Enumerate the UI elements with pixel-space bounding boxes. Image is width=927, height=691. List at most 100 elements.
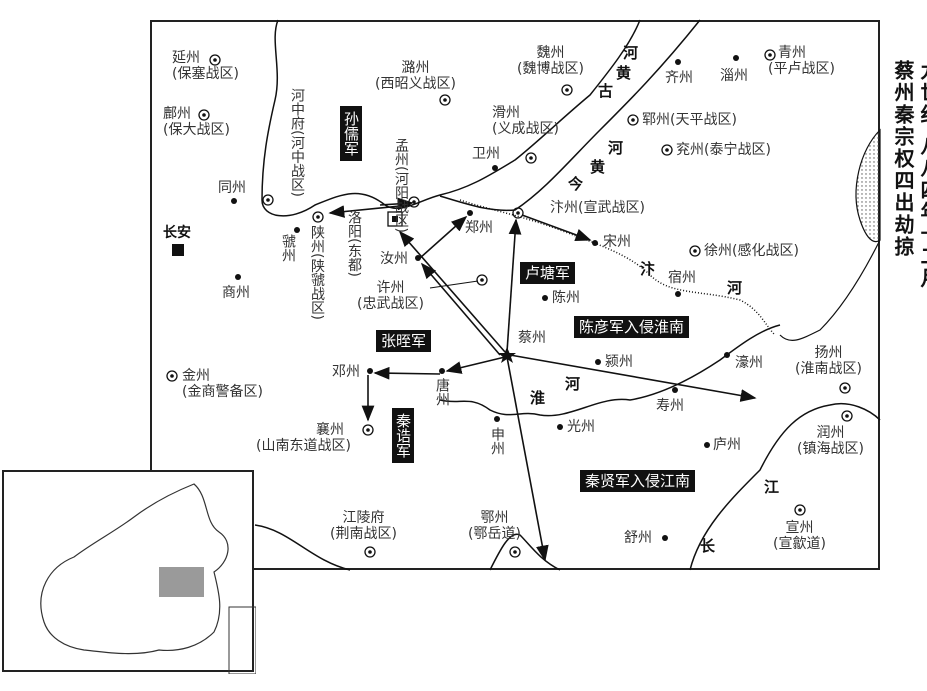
place-ezhou: 鄂州(鄂岳道) (468, 510, 521, 542)
place-shouzhou: 寿州 (656, 398, 684, 414)
map-frame (150, 20, 880, 570)
place-district: (保大战区) (163, 122, 230, 138)
army-label-qinxian: 秦贤军入侵江南 (580, 470, 696, 492)
place-luzhou-lu: 庐州 (713, 437, 741, 453)
place-shuzhou: 舒州 (624, 530, 652, 546)
dot-qizhou (675, 59, 681, 65)
place-jinzhou: 金州(金商警备区) (182, 368, 263, 400)
place-chenzhou: 陈州 (552, 290, 580, 306)
place-name: 许州 (376, 280, 405, 296)
army-label-zhangzhi: 张晊军 (376, 330, 432, 352)
place-name: 延州 (172, 50, 200, 66)
dot-zhengzhou (467, 210, 473, 216)
river-label-huaihe: 淮 (530, 389, 546, 407)
place-district: (忠武战区) (357, 296, 424, 312)
place-tongzhou: 同州 (218, 180, 246, 196)
river-label-jin-huanghe: 今 (568, 175, 584, 193)
route-to-bianzhou (506, 218, 522, 353)
place-guangzhou: 光州 (567, 419, 595, 435)
sea-coast (855, 128, 881, 243)
army-label-qingao: 秦诰军 (392, 408, 414, 463)
place-shenzhou: 申州 (489, 427, 505, 455)
place-name: 润州 (816, 425, 845, 441)
place-district: (金商警备区) (182, 384, 263, 400)
place-luoyang: 洛阳(东都) (346, 210, 362, 277)
dot-haozhou (724, 352, 730, 358)
dot-tongzhou (231, 198, 237, 204)
dot-tangzhou (439, 368, 445, 374)
place-dengzhou: 邓州 (332, 364, 360, 380)
route-to-jiangnan (506, 356, 549, 562)
china-outline (40, 483, 257, 675)
place-district: (宣歙道) (773, 536, 826, 552)
place-yanzhou: 延州(保塞战区) (172, 50, 239, 82)
place-xiangzhou: 襄州(山南东道战区) (256, 422, 351, 454)
place-name: 扬州 (814, 345, 843, 361)
river-label-jin-huanghe: 黄 (590, 158, 606, 176)
inset-highlight-region (159, 567, 204, 597)
dot-weizhou (492, 165, 498, 171)
place-name: 江陵府 (342, 510, 385, 526)
inset-map-china (2, 470, 257, 675)
place-caizhou: 蔡州 (518, 330, 546, 346)
map-title-line2: 蔡州秦宗权四出劫掠 (891, 60, 915, 258)
place-weizhou-weibo: 魏州(魏博战区) (517, 45, 584, 77)
dot-luzhou2 (704, 442, 710, 448)
place-mengzhou: 孟州(河阳战区) (393, 108, 409, 233)
place-name: 陕州 (309, 225, 325, 253)
route-sunru-west (328, 204, 411, 218)
place-name: 孟州 (393, 138, 409, 166)
inset-south-sea-box (228, 606, 257, 675)
dot-chenzhou (542, 295, 548, 301)
route-bianzhou-songzhou (521, 214, 592, 242)
map-title-line1: 九世纪·八八四年十二月 (917, 60, 927, 290)
place-district: (西昭义战区) (375, 76, 456, 92)
capital-changan-icon (172, 244, 184, 256)
place-district: (东都) (346, 238, 362, 277)
army-label-sunru: 孙儒军 (340, 106, 362, 161)
place-name: 潞州 (401, 60, 430, 76)
place-shangzhou: 商州 (222, 285, 250, 301)
place-xuzhou-ganhua: 徐州(感化战区) (704, 243, 799, 259)
place-district: (陕虢战区) (309, 253, 325, 320)
army-label-chenyan: 陈彦军入侵淮南 (574, 316, 690, 338)
place-yanzhou-taining: 兖州(泰宁战区) (676, 142, 771, 158)
route-ruzhou-zhengzhou (419, 215, 468, 259)
dot-shangzhou (235, 274, 241, 280)
place-district: (平卢战区) (768, 61, 835, 77)
river-label-huaihe: 河 (565, 375, 581, 393)
route-sunru-east (379, 197, 414, 211)
place-name: 河中府 (289, 88, 305, 130)
star-icon-caizhou (498, 347, 516, 363)
place-suzhou: 宿州 (668, 270, 696, 286)
place-name: 鄂州 (480, 510, 509, 526)
place-yangzhou: 扬州(淮南战区) (795, 345, 862, 377)
army-label-lutang: 卢塘军 (520, 262, 576, 284)
route-tangzhou-dengzhou (373, 366, 441, 380)
place-district: (魏博战区) (517, 61, 584, 77)
place-qizhou: 齐州 (665, 70, 693, 86)
river-label-gu-huanghe: 古 (598, 82, 614, 100)
route-to-tangzhou (445, 356, 506, 374)
place-xuzhou: 许州(忠武战区) (357, 280, 424, 312)
dot-dengzhou (367, 368, 373, 374)
dot-shenzhou (494, 416, 500, 422)
place-bianzhou: 汴州(宣武战区) (550, 200, 645, 216)
canal-bianhe (459, 199, 776, 336)
place-district: (镇海战区) (797, 441, 864, 457)
place-tangzhou: 唐州 (434, 378, 450, 406)
dot-shuzhou (662, 535, 668, 541)
place-hezhongfu: 河中府(河中战区) (289, 88, 305, 197)
place-changan: 长安 (163, 225, 191, 241)
place-district: (荆南战区) (330, 526, 397, 542)
place-name: 襄州 (316, 422, 344, 438)
place-zizhou: 淄州 (720, 68, 748, 84)
place-district: (淮南战区) (795, 361, 862, 377)
place-zhengzhou: 郑州 (465, 220, 493, 236)
route-to-luoyang (398, 230, 506, 353)
dot-yingzhou (595, 359, 601, 365)
coastline (779, 239, 881, 342)
place-yingzhou: 颍州 (605, 354, 633, 370)
place-district: (山南东道战区) (256, 438, 351, 454)
